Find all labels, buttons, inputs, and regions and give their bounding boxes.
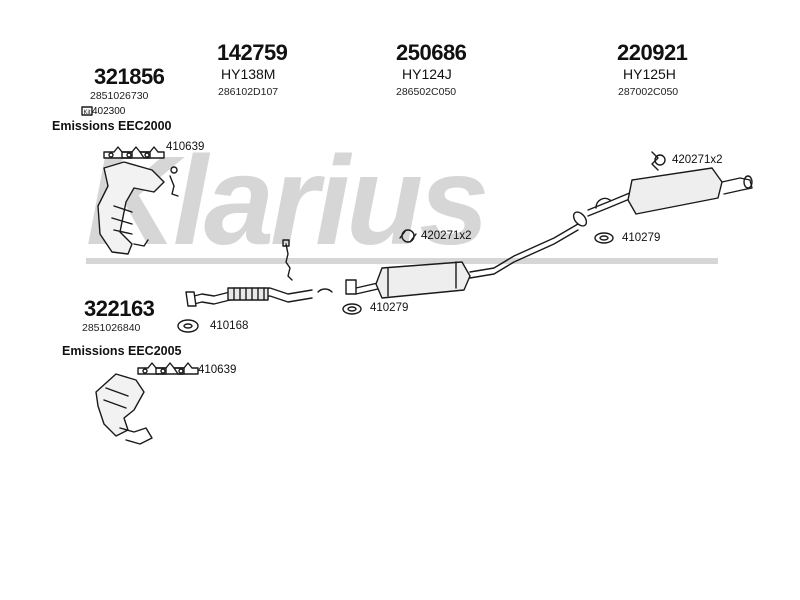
code-HY125H: HY125H — [623, 66, 676, 82]
pipe-clamp-icon — [345, 279, 357, 295]
rubber-hanger-mid-icon — [399, 229, 417, 243]
part-hanger-mid: 420271x2 — [421, 230, 472, 242]
front-pipe-flex-icon — [185, 287, 313, 307]
kit-prefix: Kit — [83, 110, 91, 116]
lambda-sensor-mid-icon — [282, 239, 293, 281]
part-gasket-front: 410168 — [210, 320, 249, 332]
part-gasket-mid: 410279 — [370, 302, 409, 314]
middle-silencer-icon — [355, 223, 579, 299]
klarius-watermark-logo: Klarius — [86, 130, 489, 271]
emissions-eec2000-label: Emissions EEC2000 — [52, 119, 172, 133]
emissions-eec2005-label: Emissions EEC2005 — [62, 344, 182, 358]
ref-322163: 322163 — [84, 296, 155, 321]
gasket-set-top-icon — [103, 146, 165, 159]
pipe-ring-icon — [572, 211, 588, 227]
ref-142759: 142759 — [217, 40, 288, 65]
oem-287002C050: 287002C050 — [618, 86, 679, 98]
gasket-mid-icon — [342, 303, 362, 315]
kit-icon-frame — [81, 106, 93, 116]
watermark-underline — [86, 258, 718, 264]
lambda-sensor-top-icon — [169, 166, 179, 197]
ref-321856: 321856 — [94, 64, 165, 89]
pipe-joint-icon — [317, 288, 333, 293]
part-hanger-right: 420271x2 — [672, 154, 723, 166]
catalytic-manifold-bottom-icon — [95, 373, 153, 445]
ref-220921: 220921 — [617, 40, 688, 65]
gasket-front-icon — [177, 319, 199, 333]
code-HY138M: HY138M — [221, 66, 276, 82]
oem-2851026730: 2851026730 — [90, 90, 149, 102]
rear-silencer-icon — [587, 167, 753, 217]
gasket-set-bottom-icon — [137, 362, 199, 375]
part-gasket-right: 410279 — [622, 232, 661, 244]
ref-250686: 250686 — [396, 40, 467, 65]
oem-286102D107: 286102D107 — [218, 86, 279, 98]
gasket-right-icon — [594, 232, 614, 244]
rubber-hanger-right-icon — [651, 151, 666, 171]
catalytic-manifold-top-icon — [97, 161, 165, 255]
part-gasket-set-bottom: 410639 — [198, 364, 237, 376]
code-HY124J: HY124J — [402, 66, 452, 82]
oem-286502C050: 286502C050 — [396, 86, 457, 98]
part-gasket-set-top: 410639 — [166, 141, 205, 153]
oem-2851026840: 2851026840 — [82, 322, 141, 334]
kit-number: 402300 — [92, 106, 126, 117]
